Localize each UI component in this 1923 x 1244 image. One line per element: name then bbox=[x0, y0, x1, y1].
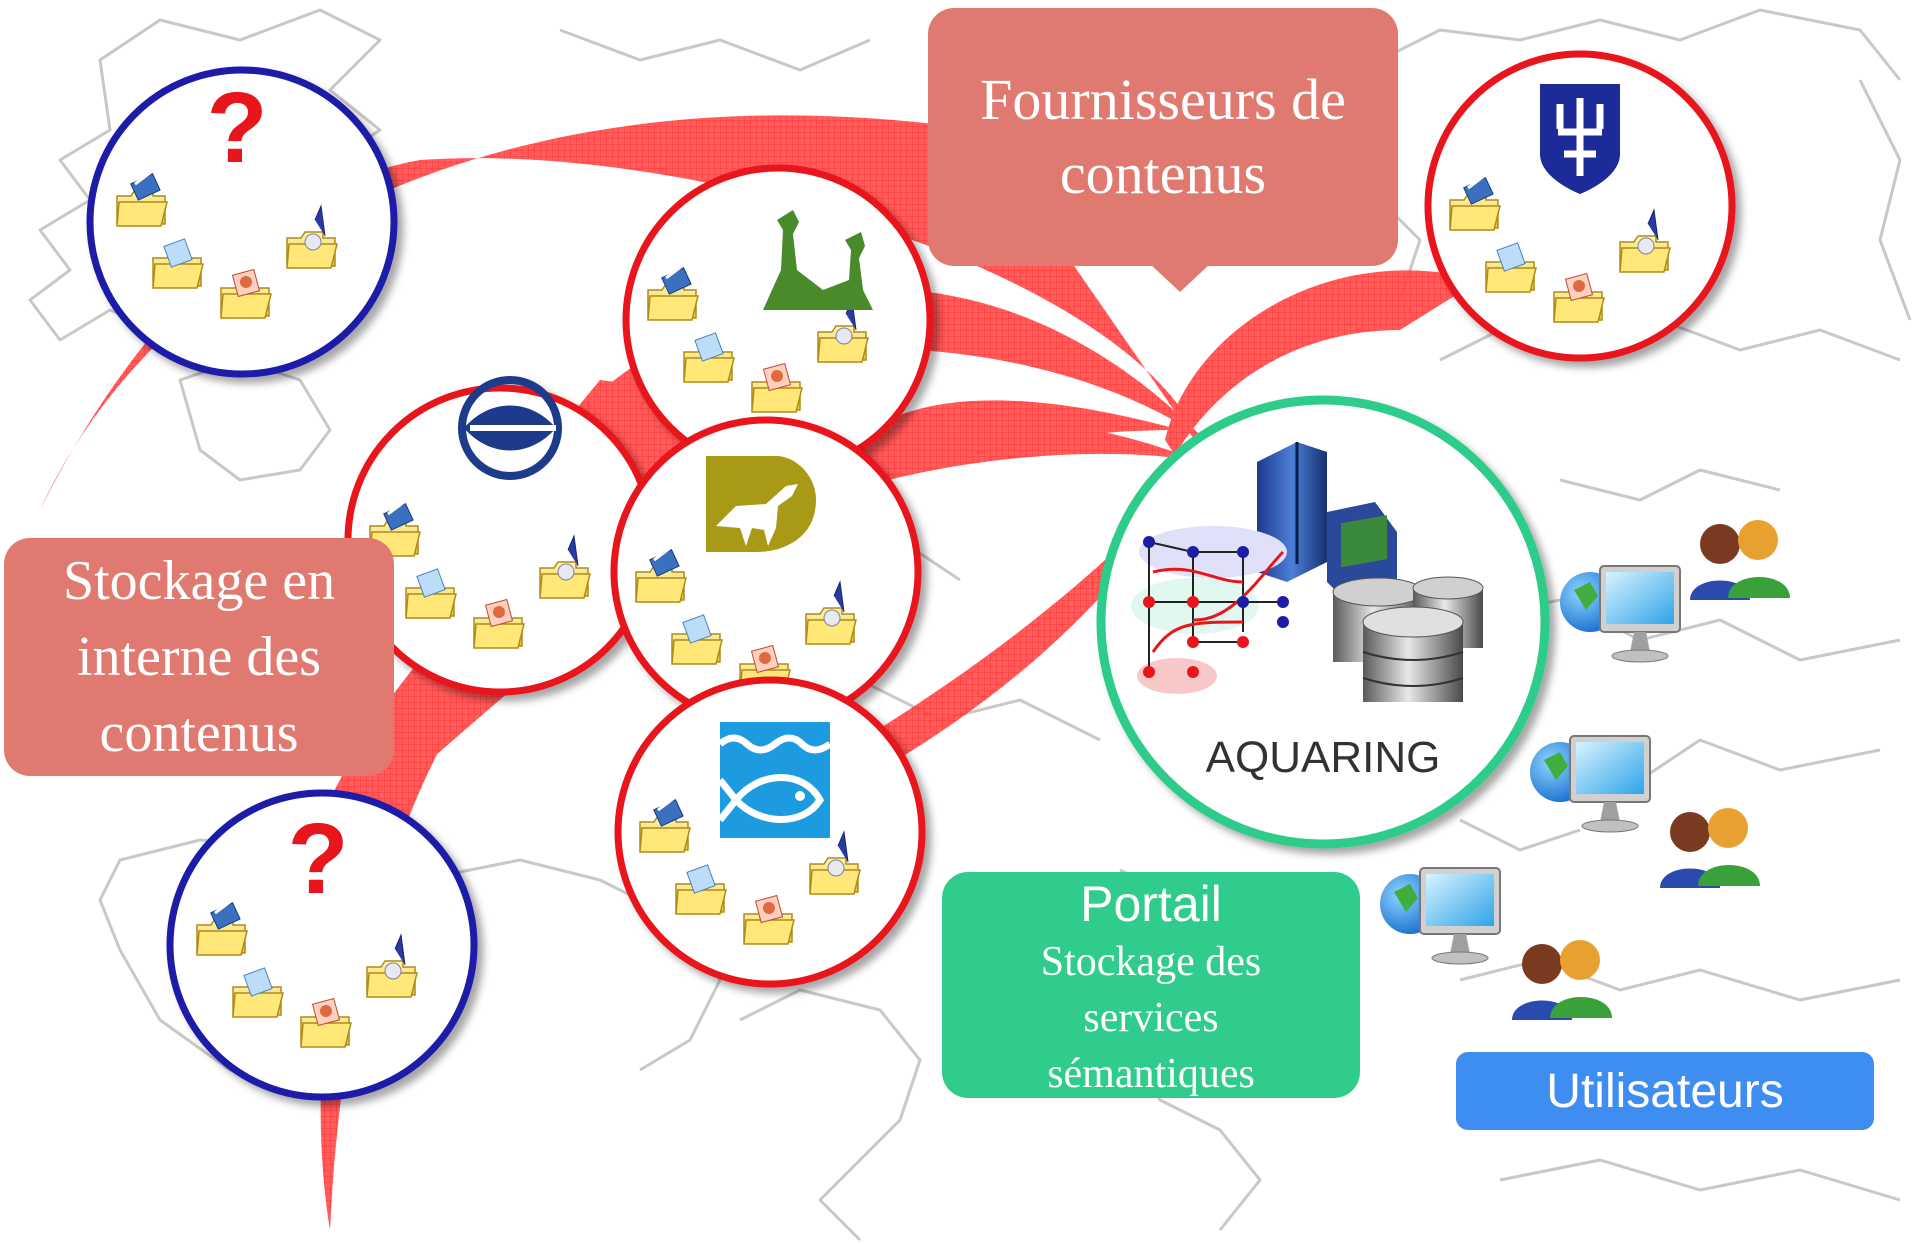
anchor-trident-logo-icon bbox=[1540, 84, 1620, 194]
node-wave-fish-provider[interactable] bbox=[614, 676, 926, 988]
supplier-label-line-1: Fournisseurs de bbox=[980, 67, 1346, 132]
node-unknown-bottom[interactable]: ? bbox=[166, 789, 478, 1101]
question-mark-icon: ? bbox=[206, 72, 267, 184]
users-label: Utilisateurs bbox=[1456, 1052, 1874, 1130]
node-anchor-provider[interactable] bbox=[1424, 50, 1736, 362]
portal-title: Portail bbox=[1080, 876, 1222, 932]
server-network-database-icon bbox=[1131, 442, 1484, 702]
node-aquaring-hub[interactable]: AQUARING bbox=[1096, 395, 1550, 849]
portal-line-2: services bbox=[1083, 995, 1219, 1041]
node-dinosaur-provider[interactable] bbox=[610, 416, 922, 728]
users-pair-icon bbox=[1690, 520, 1790, 600]
dinosaur-logo-icon bbox=[706, 456, 816, 552]
storage-label-line-1: Stockage en bbox=[62, 550, 336, 612]
globe-computer-icon bbox=[1560, 565, 1681, 663]
users-group bbox=[1380, 520, 1790, 1020]
fish-eye-logo-icon bbox=[458, 376, 562, 480]
portal-line-3: sémantiques bbox=[1047, 1051, 1255, 1097]
users-label-text: Utilisateurs bbox=[1546, 1064, 1784, 1118]
supplier-label: Fournisseurs de contenus bbox=[928, 8, 1398, 266]
node-unknown-top[interactable]: ? bbox=[86, 66, 398, 378]
storage-label-line-3: contenus bbox=[99, 702, 299, 764]
globe-computer-icon bbox=[1530, 735, 1651, 833]
users-pair-icon bbox=[1512, 940, 1612, 1020]
portal-label: Portail Stockage des services sémantique… bbox=[942, 872, 1360, 1098]
wave-fish-logo-icon bbox=[717, 722, 833, 838]
aquaring-logo-text: AQUARING bbox=[1206, 733, 1441, 782]
globe-computer-icon bbox=[1380, 867, 1501, 965]
question-mark-icon: ? bbox=[287, 803, 348, 915]
supplier-label-pointer bbox=[1150, 264, 1210, 292]
storage-label: Stockage en interne des contenus bbox=[4, 538, 394, 776]
storage-label-line-2: interne des bbox=[76, 626, 322, 688]
portal-line-1: Stockage des bbox=[1040, 939, 1262, 985]
supplier-label-line-2: contenus bbox=[1059, 141, 1267, 206]
users-pair-icon bbox=[1660, 808, 1760, 888]
giraffe-logo-icon bbox=[763, 210, 873, 310]
